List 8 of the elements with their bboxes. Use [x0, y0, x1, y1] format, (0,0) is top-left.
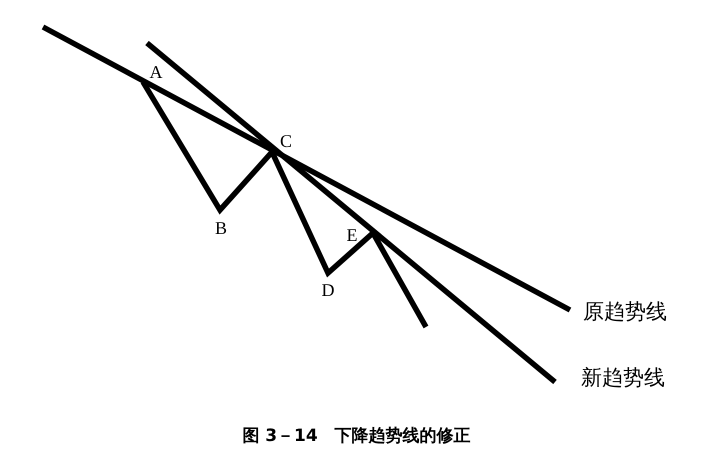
- point-label: C: [280, 132, 292, 150]
- point-label: E: [346, 226, 358, 244]
- line-label: 新趋势线: [581, 368, 665, 388]
- point-label: B: [215, 219, 227, 237]
- point-label: A: [150, 63, 162, 81]
- figure-caption: 图 3－14 下降趋势线的修正: [242, 426, 471, 446]
- point-label: D: [322, 281, 334, 299]
- line-label: 原趋势线: [583, 302, 667, 322]
